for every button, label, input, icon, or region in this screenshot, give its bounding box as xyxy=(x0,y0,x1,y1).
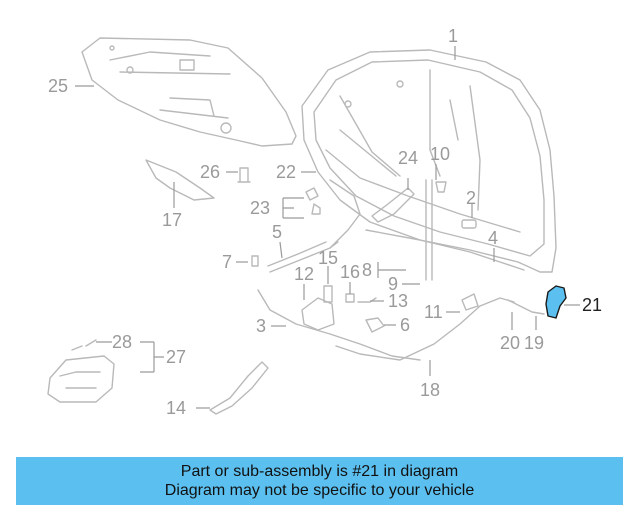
callout-3: 3 xyxy=(256,316,266,336)
part-13-screw xyxy=(357,297,377,303)
callout-labels: 1 2 3 4 5 6 7 8 9 10 11 12 13 14 15 16 1… xyxy=(48,26,602,418)
callout-6: 6 xyxy=(400,315,410,335)
part-16-nut xyxy=(345,293,355,303)
callout-23: 23 xyxy=(250,198,270,218)
callout-8: 8 xyxy=(362,260,372,280)
info-banner: Part or sub-assembly is #21 in diagram D… xyxy=(16,457,623,505)
callout-27: 27 xyxy=(166,347,186,367)
callout-7: 7 xyxy=(222,252,232,272)
callout-10: 10 xyxy=(430,144,450,164)
callout-16: 16 xyxy=(340,262,360,282)
part-14-release-handle xyxy=(209,361,269,415)
part-9-strut xyxy=(425,179,433,281)
callout-4: 4 xyxy=(488,228,498,248)
part-12-latch xyxy=(301,297,335,331)
callout-20: 20 xyxy=(500,333,520,353)
callout-1: 1 xyxy=(448,26,458,46)
callout-21: 21 xyxy=(582,295,602,315)
part-4-seal xyxy=(365,229,525,271)
callout-28: 28 xyxy=(112,332,132,352)
part-15-bolt xyxy=(323,285,333,303)
part-10-clip xyxy=(435,181,447,193)
part-21-highlighted xyxy=(545,285,567,319)
part-2-bumper xyxy=(461,219,477,229)
callout-13: 13 xyxy=(388,291,408,311)
callout-17: 17 xyxy=(162,210,182,230)
part-18-release-cable xyxy=(335,297,515,361)
callout-22: 22 xyxy=(276,162,296,182)
part-25-insulator-pad xyxy=(81,37,297,147)
part-11-handle xyxy=(461,293,479,311)
leader-lines xyxy=(75,46,580,409)
part-22-23-hinge xyxy=(305,179,361,249)
part-28-pins xyxy=(71,339,97,351)
banner-line-1: Part or sub-assembly is #21 in diagram xyxy=(180,463,459,480)
part-5-hinge-arm xyxy=(267,241,339,273)
banner-line-2: Diagram may not be specific to your vehi… xyxy=(164,482,475,499)
parts-diagram: 1 2 3 4 5 6 7 8 9 10 11 12 13 14 15 16 1… xyxy=(47,26,602,418)
part-7-bolt xyxy=(251,255,259,267)
callout-9: 9 xyxy=(388,274,398,294)
part-26-bolt xyxy=(237,167,251,183)
callout-11: 11 xyxy=(424,302,443,322)
part-3-cable xyxy=(257,289,421,361)
part-19-20-fittings xyxy=(507,299,545,315)
part-6-grommet xyxy=(365,317,385,333)
callout-19: 19 xyxy=(524,333,544,353)
part-17-bracket xyxy=(145,159,215,201)
callout-18: 18 xyxy=(420,380,440,400)
part-24-prop-rod xyxy=(371,187,415,223)
callout-25: 25 xyxy=(48,76,68,96)
callout-14: 14 xyxy=(166,398,186,418)
callout-26: 26 xyxy=(200,162,220,182)
callout-2: 2 xyxy=(466,188,476,208)
callout-5: 5 xyxy=(272,222,282,242)
part-27-latch-assembly xyxy=(47,355,115,403)
callout-12: 12 xyxy=(294,264,314,284)
part-1-hood xyxy=(301,49,557,273)
callout-15: 15 xyxy=(318,248,338,268)
callout-24: 24 xyxy=(398,148,418,168)
